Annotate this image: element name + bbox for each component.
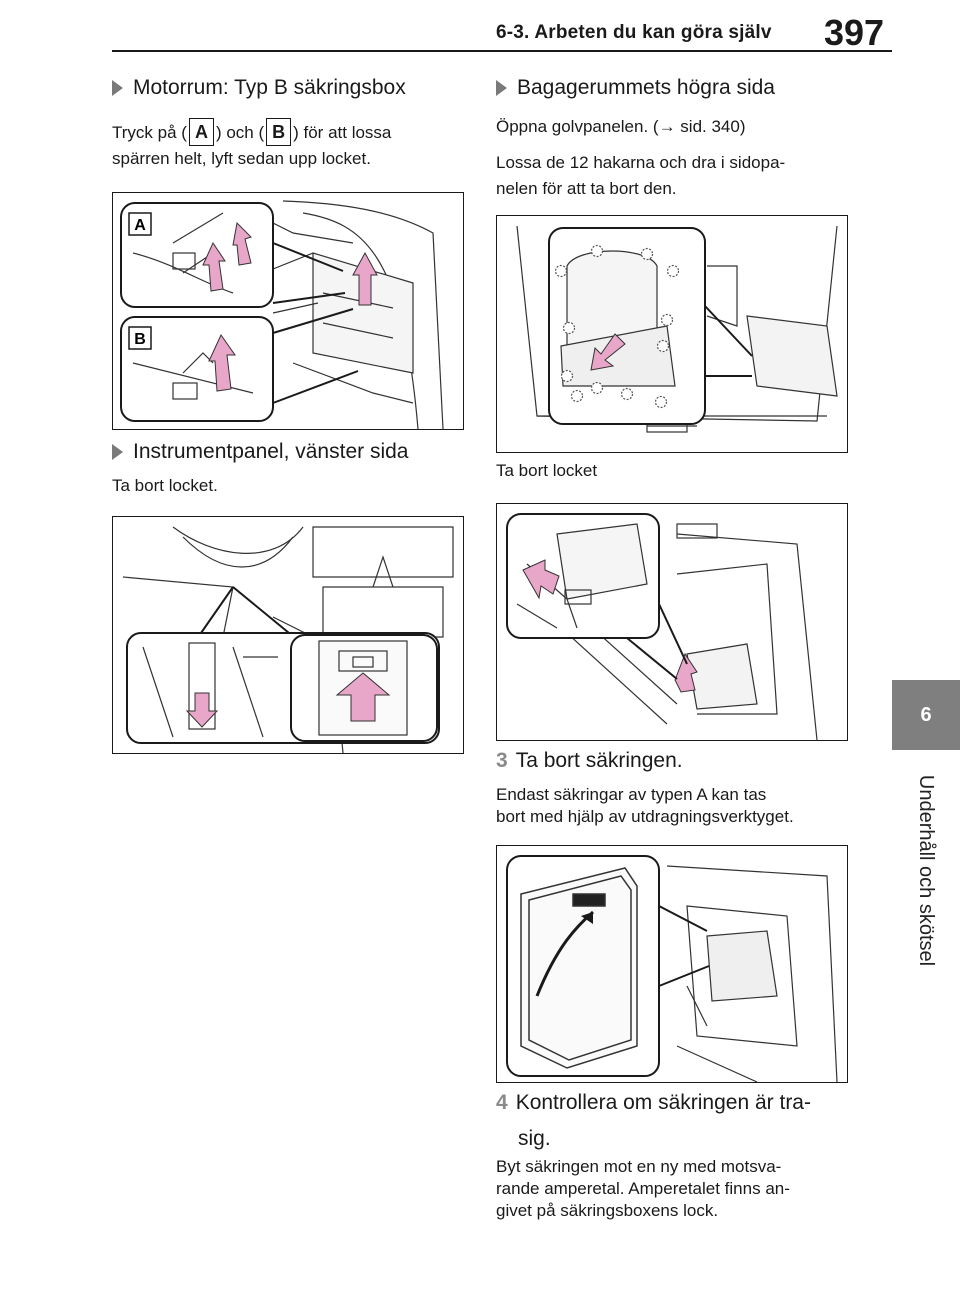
dashboard-instructions: Ta bort locket. — [112, 476, 218, 495]
step-4-number: 4 — [496, 1091, 508, 1114]
engine-fusebox-heading: Motorrum: Typ B säkringsbox — [112, 76, 406, 100]
chapter-label: Underhåll och skötsel — [915, 774, 938, 966]
trunk-panel-figure — [496, 215, 848, 453]
label-a-box: A — [188, 118, 214, 146]
trunk-heading: Bagagerummets högra sida — [496, 76, 775, 100]
chapter-tab: 6 — [892, 680, 960, 750]
remove-cover-text: Ta bort locket — [496, 461, 598, 480]
page-number: 397 — [824, 12, 885, 53]
triangle-marker-icon — [112, 80, 123, 96]
dashboard-fusebox-figure — [112, 516, 464, 754]
engine-instructions: Tryck på (A) och (B) för att lossa spärr… — [112, 118, 462, 172]
svg-text:B: B — [134, 331, 146, 348]
triangle-marker-icon — [496, 80, 507, 96]
dashboard-heading: Instrumentpanel, vänster sida — [112, 440, 408, 464]
section-title: 6-3. Arbeten du kan göra själv — [496, 22, 772, 43]
svg-text:A: A — [134, 217, 146, 234]
step-3-description: Endast säkringar av typen A kan tas bort… — [496, 785, 794, 826]
cover-removal-figure — [496, 503, 848, 741]
header-rule — [112, 50, 892, 52]
label-b-box: B — [266, 118, 292, 146]
step-3-number: 3 — [496, 749, 508, 772]
trunk-instruction-2: Lossa de 12 hakarna och dra i sidopa- ne… — [496, 153, 786, 198]
engine-fusebox-figure: A B — [112, 192, 464, 430]
step-4-description: Byt säkringen mot en ny med motsva- rand… — [496, 1157, 790, 1220]
trunk-instruction-1: Öppna golvpanelen. (→ sid. 340) — [496, 117, 746, 136]
triangle-marker-icon — [112, 444, 123, 460]
fuse-puller-figure — [496, 845, 848, 1083]
